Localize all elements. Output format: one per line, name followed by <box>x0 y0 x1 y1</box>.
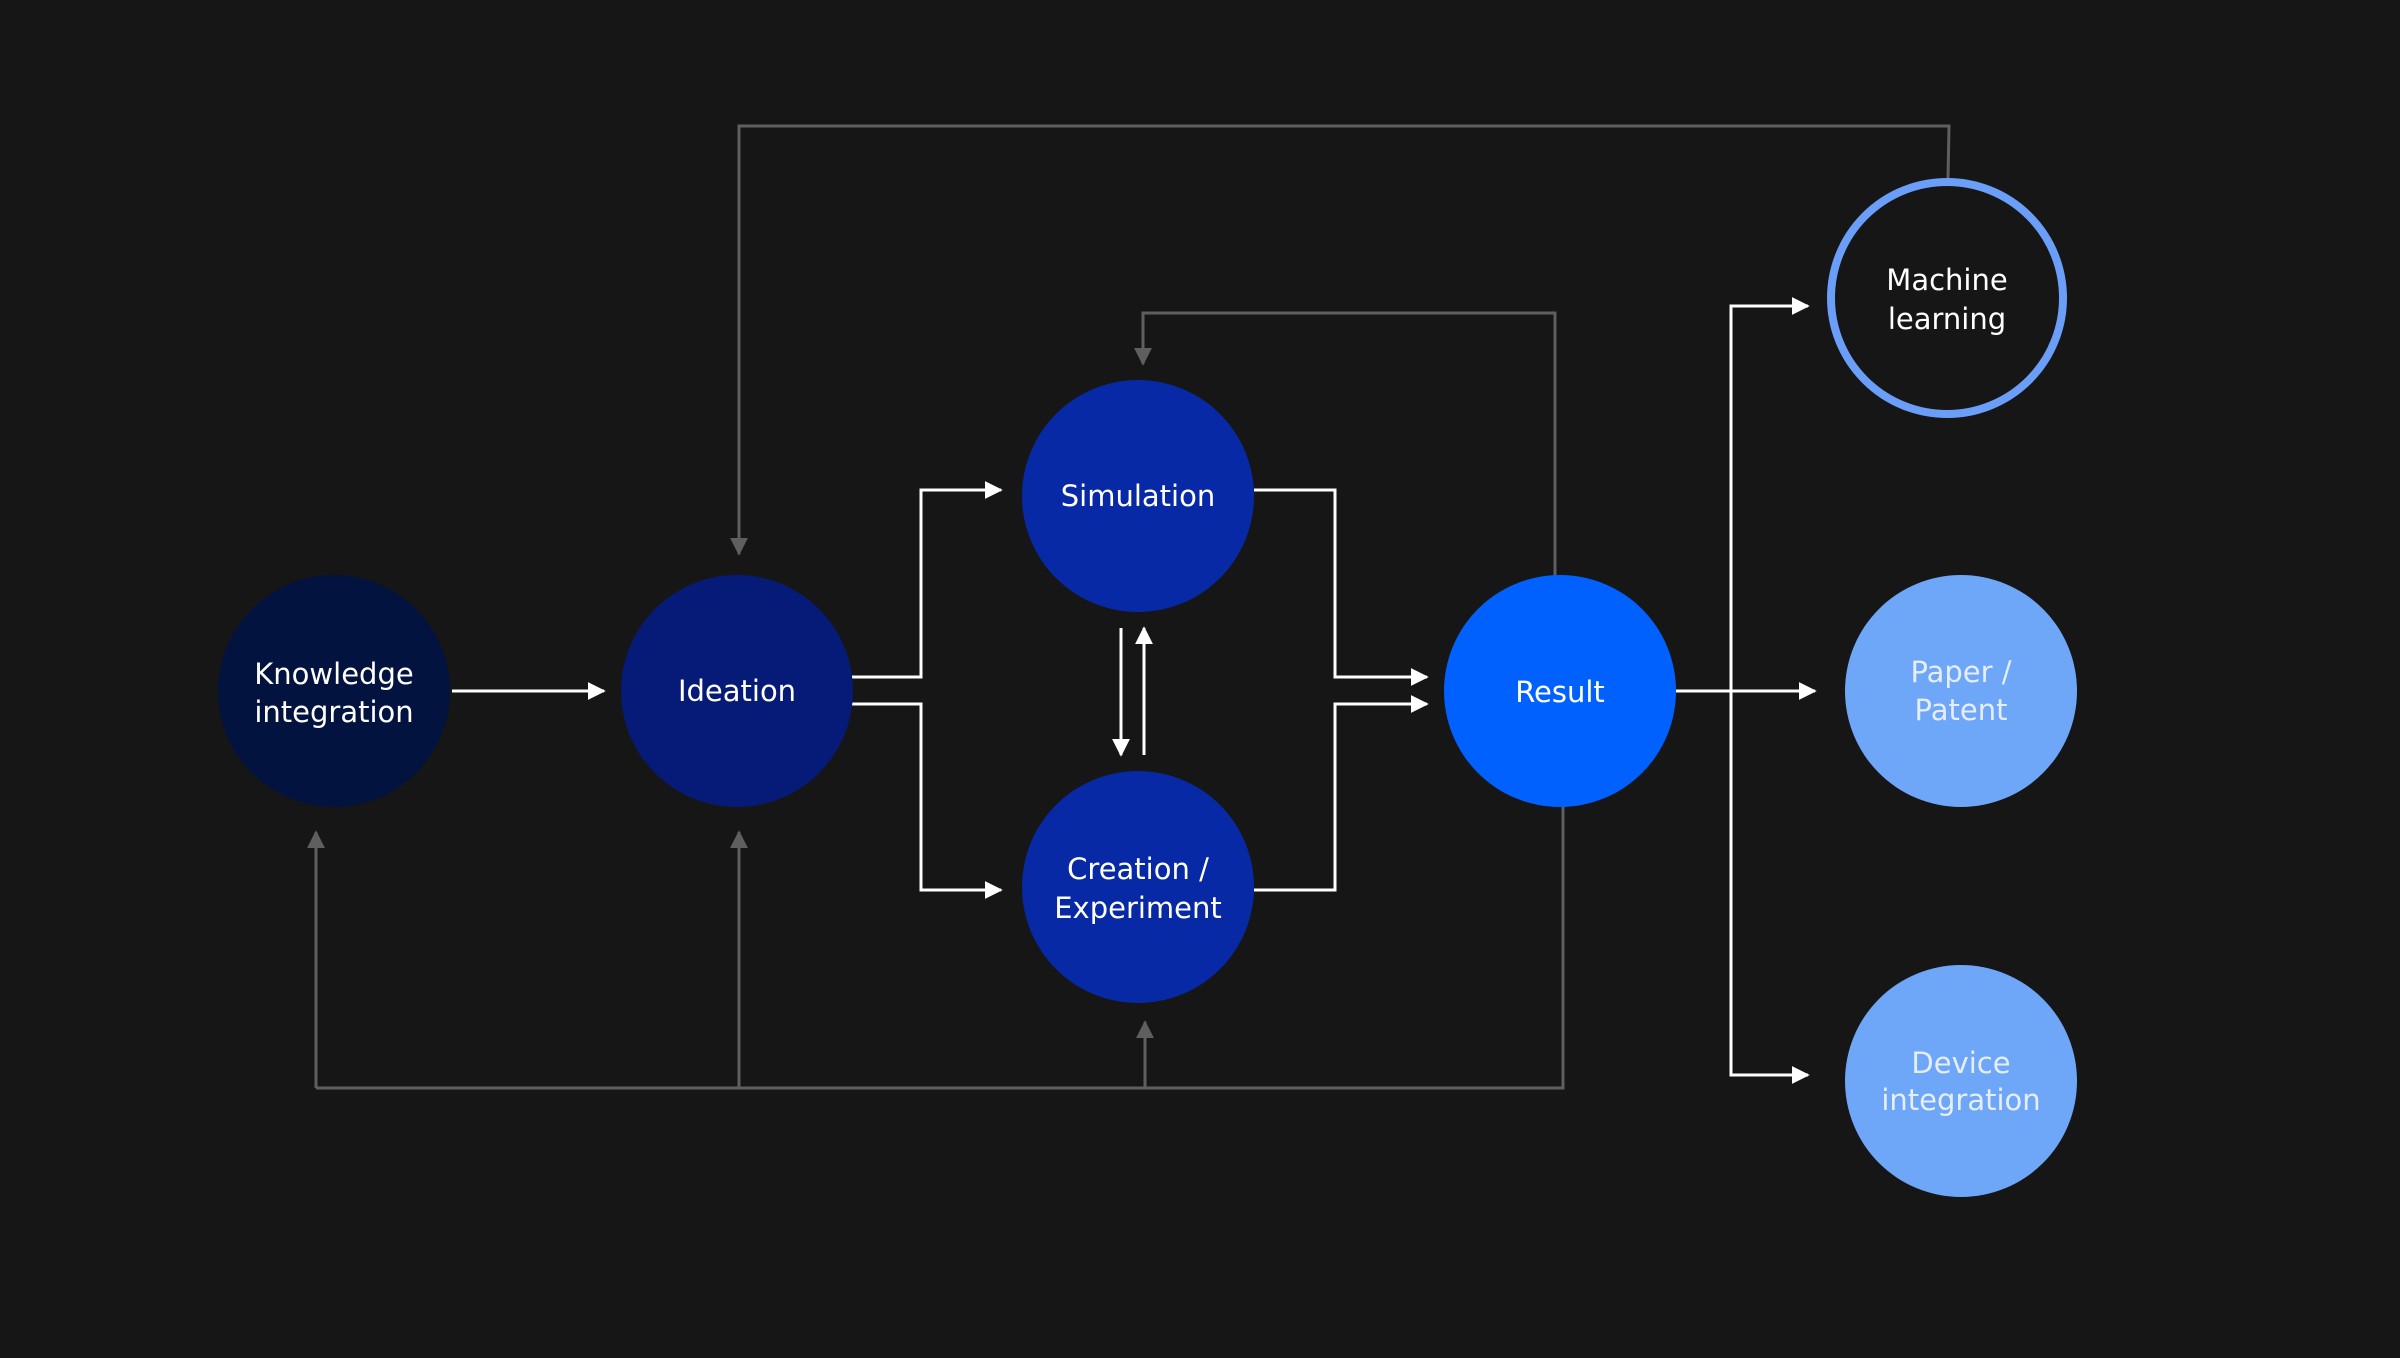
node-knowledge-integration: Knowledge integration <box>218 575 450 807</box>
svg-text:Simulation: Simulation <box>1061 479 1215 513</box>
svg-text:integration: integration <box>1881 1083 2040 1117</box>
node-simulation: Simulation <box>1022 380 1254 612</box>
node-label-line: integration <box>1881 1083 2040 1117</box>
node-circle <box>1845 965 2077 1197</box>
feedback-edges <box>307 124 1951 1090</box>
node-label-line: Paper / <box>1910 655 2011 689</box>
node-label-line: Experiment <box>1054 891 1222 925</box>
svg-text:Knowledge: Knowledge <box>254 657 413 691</box>
node-paper-patent: Paper / Patent <box>1845 575 2077 807</box>
svg-text:Paper /: Paper / <box>1910 655 2011 689</box>
svg-text:Result: Result <box>1515 675 1605 709</box>
node-creation-experiment: Creation / Experiment <box>1022 771 1254 1003</box>
svg-text:Ideation: Ideation <box>678 674 796 708</box>
node-label-line: Patent <box>1915 693 2008 727</box>
node-machine-learning: Machine learning <box>1827 178 2067 418</box>
svg-text:learning: learning <box>1888 302 2006 336</box>
edge-ml-to-ideation <box>730 124 1951 556</box>
edge-creation-to-result <box>1254 695 1429 892</box>
node-circle <box>1444 575 1676 807</box>
edge-result-to-ml <box>1729 297 1810 691</box>
svg-text:Patent: Patent <box>1915 693 2008 727</box>
node-circle <box>1827 178 2067 418</box>
forward-edges <box>452 297 1817 1084</box>
edge-result-to-simulation <box>1134 311 1557 578</box>
node-circle <box>1022 771 1254 1003</box>
node-label-line: learning <box>1888 302 2006 336</box>
edge-ideation-to-creation <box>852 702 1003 899</box>
edge-simulation-to-result <box>1254 488 1429 686</box>
node-device-integration: Device integration <box>1845 965 2077 1197</box>
node-circle <box>218 575 450 807</box>
node-ideation: Ideation <box>621 575 853 807</box>
node-circle <box>1022 380 1254 612</box>
svg-text:Creation /: Creation / <box>1067 852 1209 886</box>
edge-ideation-to-simulation <box>852 481 1003 679</box>
node-label-line: Result <box>1515 675 1605 709</box>
node-circle <box>1845 575 2077 807</box>
edge-result-feedback-bus <box>316 806 1565 1090</box>
svg-text:Device: Device <box>1911 1046 2010 1080</box>
node-label-line: Ideation <box>678 674 796 708</box>
node-label-line: integration <box>254 695 413 729</box>
svg-text:integration: integration <box>254 695 413 729</box>
svg-text:Experiment: Experiment <box>1054 891 1222 925</box>
node-label-line: Simulation <box>1061 479 1215 513</box>
edge-result-to-device <box>1729 691 1810 1084</box>
node-label-line: Creation / <box>1067 852 1209 886</box>
node-result: Result <box>1444 575 1676 807</box>
node-label-line: Machine <box>1886 263 2007 297</box>
node-label-line: Knowledge <box>254 657 413 691</box>
svg-text:Machine: Machine <box>1886 263 2007 297</box>
node-circle <box>621 575 853 807</box>
node-label-line: Device <box>1911 1046 2010 1080</box>
